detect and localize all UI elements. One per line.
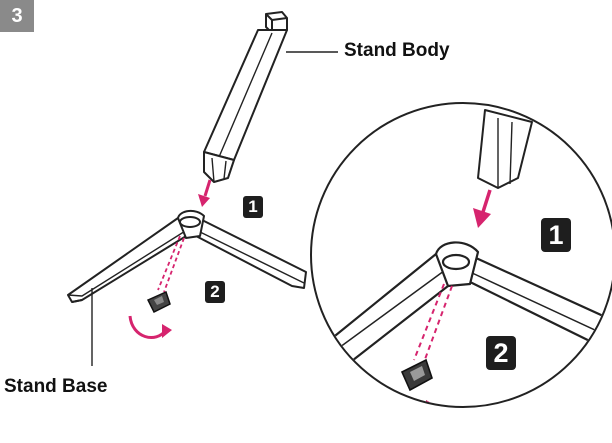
stand-base-label: Stand Base [4,376,107,398]
step-1-badge-main: 1 [243,196,263,218]
step-2-badge-main: 2 [205,281,225,303]
stand-body-label: Stand Body [344,40,450,62]
step-2-badge-zoom: 2 [486,336,516,370]
stand-base-illustration [68,211,306,302]
stand-body-illustration [204,12,287,182]
insert-arrow-1 [198,180,210,207]
step-1-badge-zoom: 1 [541,218,571,252]
